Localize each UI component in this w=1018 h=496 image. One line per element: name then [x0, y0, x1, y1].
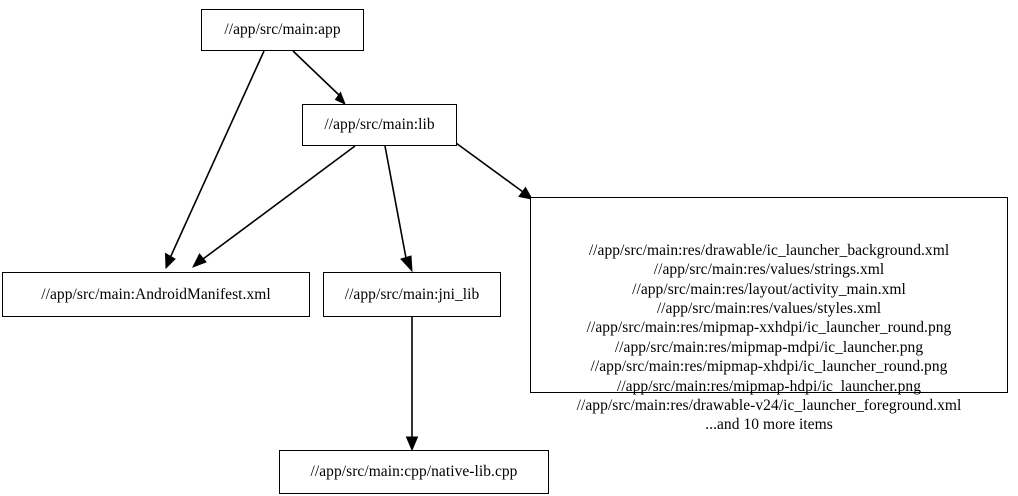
node-resources-line-5: //app/src/main:res/mipmap-mdpi/ic_launch…: [614, 338, 924, 356]
node-resources-line-4: //app/src/main:res/mipmap-xxhdpi/ic_laun…: [586, 319, 952, 337]
edge-jni-lib-to-native-lib-cpp: [405, 317, 419, 452]
edge-lib-to-jni-lib: [384, 145, 413, 273]
node-resources-line-0: //app/src/main:res/drawable/ic_launcher_…: [588, 241, 950, 259]
node-resources-line-6: //app/src/main:res/mipmap-xhdpi/ic_launc…: [590, 358, 948, 376]
node-resources-line-7: //app/src/main:res/mipmap-hdpi/ic_launch…: [616, 377, 922, 395]
node-resources-line-8: //app/src/main:res/drawable-v24/ic_launc…: [576, 397, 962, 415]
node-resources-line-2: //app/src/main:res/layout/activity_main.…: [632, 280, 906, 298]
node-resources-line-9: ...and 10 more items: [705, 416, 833, 434]
node-jni-lib-label: //app/src/main:jni_lib: [344, 285, 480, 303]
node-native-lib-cpp-label: //app/src/main:cpp/native-lib.cpp: [310, 463, 518, 481]
node-app-label: //app/src/main:app: [224, 21, 341, 39]
node-resources[interactable]: //app/src/main:res/drawable/ic_launcher_…: [530, 197, 1008, 433]
node-lib-label: //app/src/main:lib: [324, 116, 435, 134]
node-resources-label-lines: //app/src/main:res/drawable/ic_launcher_…: [531, 241, 1007, 435]
edge-app-to-lib: [292, 50, 346, 105]
node-lib[interactable]: //app/src/main:lib: [302, 104, 457, 146]
node-app[interactable]: //app/src/main:app: [201, 9, 364, 51]
node-resources-line-1: //app/src/main:res/values/strings.xml: [653, 261, 885, 279]
node-jni-lib[interactable]: //app/src/main:jni_lib: [323, 272, 501, 317]
node-native-lib-cpp[interactable]: //app/src/main:cpp/native-lib.cpp: [279, 450, 549, 494]
node-android-manifest[interactable]: //app/src/main:AndroidManifest.xml: [2, 272, 310, 317]
node-resources-line-3: //app/src/main:res/values/styles.xml: [656, 300, 882, 318]
edge-lib-to-android-manifest: [191, 145, 356, 268]
edge-lib-to-resources: [455, 142, 533, 200]
node-android-manifest-label: //app/src/main:AndroidManifest.xml: [41, 285, 271, 303]
edge-app-to-android-manifest: [164, 50, 265, 270]
